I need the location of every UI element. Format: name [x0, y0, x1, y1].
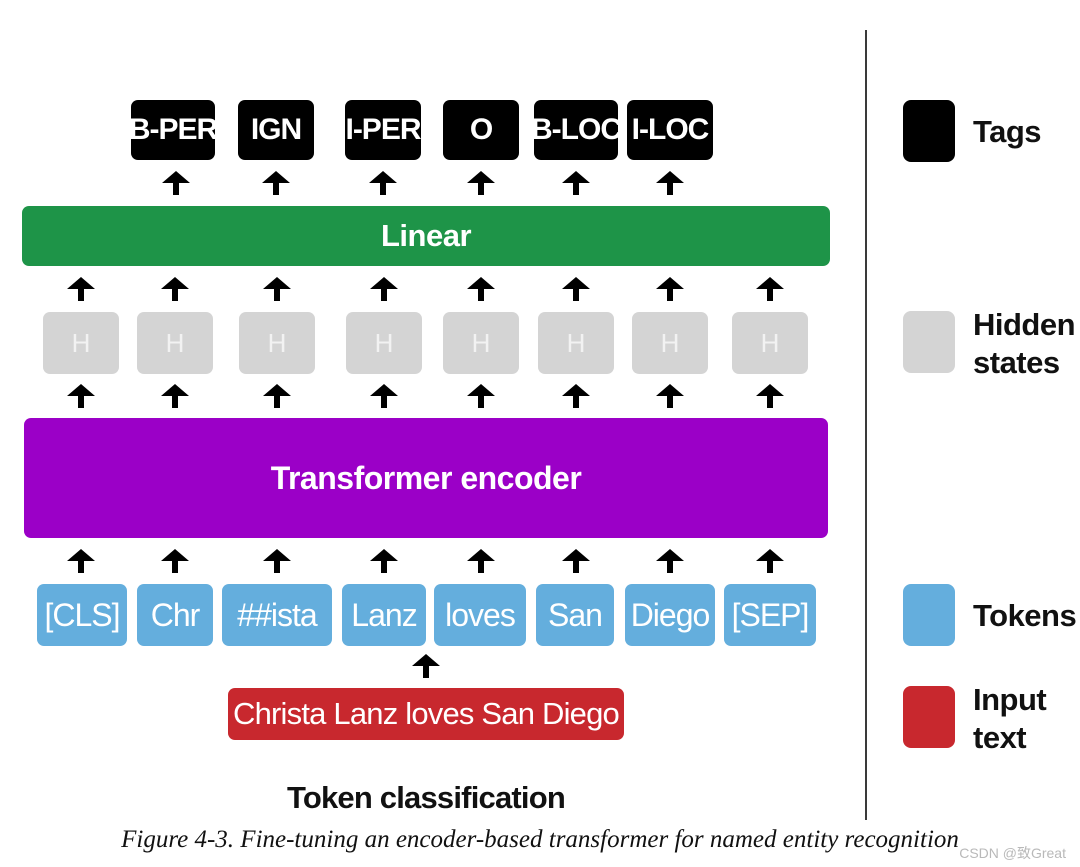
arrow-up-icon — [261, 170, 291, 196]
arrow-up-icon — [262, 383, 292, 409]
legend-label-input: Input text — [973, 681, 1047, 757]
input-text-box: Christa Lanz loves San Diego — [228, 688, 624, 740]
tag-ign: IGN — [238, 100, 314, 160]
legend-swatch-input — [903, 686, 955, 748]
diagram-title: Token classification — [286, 780, 566, 815]
arrow-up-icon — [655, 548, 685, 574]
token-san: San — [536, 584, 614, 646]
arrow-up-icon — [368, 170, 398, 196]
legend-label-input-line2: text — [973, 720, 1027, 755]
arrow-up-icon — [655, 276, 685, 302]
tag-b-loc: B-LOC — [531, 100, 622, 160]
arrow-up-icon — [561, 276, 591, 302]
arrow-up-icon — [66, 548, 96, 574]
arrow-up-icon — [655, 383, 685, 409]
tag-i-per: I-PER — [345, 100, 422, 160]
legend-label-tags: Tags — [973, 114, 1042, 149]
hidden-state-box: H — [43, 312, 119, 374]
tag-b-per: B-PER — [129, 100, 218, 160]
arrow-up-icon — [160, 276, 190, 302]
arrow-up-icon — [466, 383, 496, 409]
token-ista: ##ista — [222, 584, 332, 646]
hidden-state-box: H — [538, 312, 614, 374]
arrow-up-icon — [66, 276, 96, 302]
arrow-up-icon — [369, 548, 399, 574]
arrow-up-icon — [161, 170, 191, 196]
watermark: CSDN @致Great — [959, 845, 1066, 861]
token-loves: loves — [434, 584, 526, 646]
hidden-state-box: H — [443, 312, 519, 374]
arrow-up-icon — [262, 276, 292, 302]
hidden-state-box: H — [632, 312, 708, 374]
legend-swatch-tokens — [903, 584, 955, 646]
hidden-state-box: H — [346, 312, 422, 374]
token-chr: Chr — [137, 584, 213, 646]
arrow-up-icon — [561, 548, 591, 574]
arrow-up-icon — [369, 383, 399, 409]
legend-swatch-tags — [903, 100, 955, 162]
hidden-state-box: H — [137, 312, 213, 374]
figure-caption: Figure 4-3. Fine-tuning an encoder-based… — [121, 826, 959, 853]
arrow-up-icon — [411, 653, 441, 679]
arrow-up-icon — [466, 548, 496, 574]
arrow-up-icon — [160, 383, 190, 409]
arrow-up-icon — [655, 170, 685, 196]
token-cls: [CLS] — [37, 584, 127, 646]
arrow-up-icon — [466, 276, 496, 302]
arrow-up-icon — [466, 170, 496, 196]
legend-divider — [865, 30, 867, 820]
arrow-up-icon — [262, 548, 292, 574]
hidden-state-box: H — [239, 312, 315, 374]
legend-label-tokens: Tokens — [973, 598, 1077, 633]
token-diego: Diego — [625, 584, 715, 646]
transformer-encoder: Transformer encoder — [24, 418, 828, 538]
arrow-up-icon — [755, 548, 785, 574]
legend-label-hidden: Hidden states — [973, 306, 1076, 382]
legend-swatch-hidden — [903, 311, 955, 373]
tag-o: O — [443, 100, 519, 160]
token-lanz: Lanz — [342, 584, 426, 646]
arrow-up-icon — [160, 548, 190, 574]
legend-label-input-line1: Input — [973, 682, 1047, 717]
linear-layer: Linear — [22, 206, 830, 266]
arrow-up-icon — [561, 383, 591, 409]
arrow-up-icon — [755, 383, 785, 409]
arrow-up-icon — [369, 276, 399, 302]
token-sep: [SEP] — [724, 584, 816, 646]
legend-label-hidden-line2: states — [973, 345, 1060, 380]
arrow-up-icon — [66, 383, 96, 409]
arrow-up-icon — [561, 170, 591, 196]
hidden-state-box: H — [732, 312, 808, 374]
arrow-up-icon — [755, 276, 785, 302]
tag-i-loc: I-LOC — [627, 100, 713, 160]
legend-label-hidden-line1: Hidden — [973, 307, 1076, 342]
